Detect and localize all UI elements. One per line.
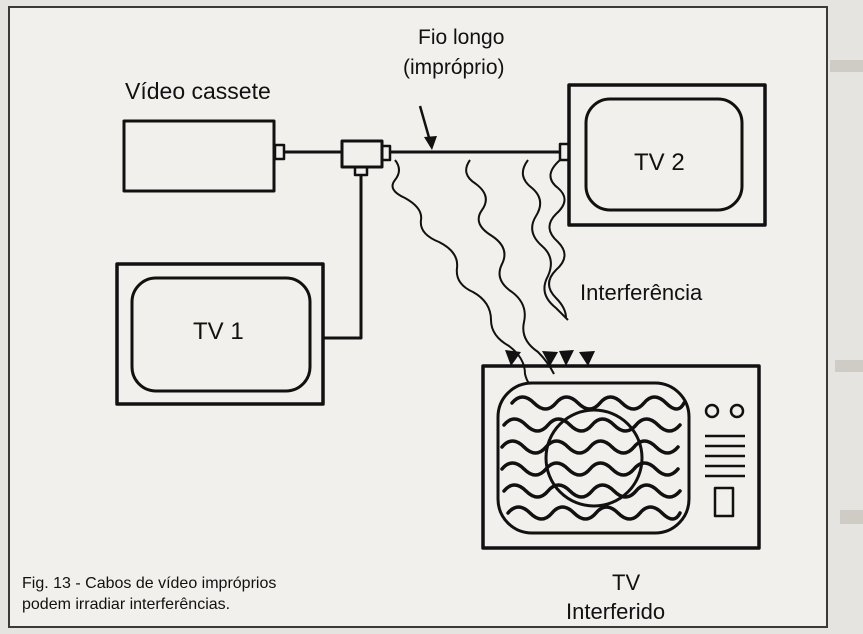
interference-waves xyxy=(391,159,569,385)
splitter-out-right xyxy=(380,144,392,162)
vcr-label: Vídeo cassete xyxy=(125,78,271,104)
wave-1 xyxy=(391,159,531,385)
wave-3 xyxy=(521,159,569,321)
tv1-cabinet xyxy=(115,262,325,406)
tv-interfered-knob-left xyxy=(704,403,720,419)
screen-noise xyxy=(500,395,686,521)
tv1-label: TV 1 xyxy=(193,318,244,345)
noise-line-1 xyxy=(510,395,686,411)
tv-interfered-speaker-grille xyxy=(705,434,745,478)
noise-line-3 xyxy=(500,439,680,455)
tv-interfered-screen xyxy=(496,381,691,535)
wave-4 xyxy=(548,159,567,319)
figure-caption-line1: Fig. 13 - Cabos de vídeo impróprios xyxy=(22,575,277,592)
figure-panel xyxy=(8,6,828,628)
cable-splitter-tv1 xyxy=(323,175,363,340)
wire-pointer-arrow xyxy=(418,105,432,142)
tv-interfered-switch xyxy=(713,486,735,518)
vcr-output-connector xyxy=(273,143,286,161)
arrowhead-2 xyxy=(542,351,558,366)
tv-interfered-cabinet xyxy=(481,364,761,550)
tv1-screen xyxy=(130,276,312,393)
splitter-box xyxy=(340,139,384,169)
tv2-cabinet xyxy=(567,83,767,227)
tv-interfered-label-line1: TV xyxy=(612,570,641,595)
figure-caption-line2: podem irradiar interferências. xyxy=(22,596,231,613)
noise-circle xyxy=(544,408,644,508)
long-wire-label-line2: (impróprio) xyxy=(403,56,505,79)
interference-label: Interferência xyxy=(580,280,703,305)
wave-2 xyxy=(465,159,555,375)
tv2-label: TV 2 xyxy=(634,149,685,176)
arrowhead-3 xyxy=(559,350,574,366)
arrowhead-4 xyxy=(579,351,595,366)
noise-line-2 xyxy=(502,417,682,433)
vcr-box xyxy=(122,119,276,193)
long-wire-label-line1: Fio longo xyxy=(418,26,505,49)
noise-line-4 xyxy=(500,461,680,477)
splitter-out-bottom xyxy=(353,165,369,177)
wire-pointer-arrowhead xyxy=(424,136,437,150)
arrowhead-1 xyxy=(505,350,521,366)
noise-line-5 xyxy=(502,483,682,499)
interference-arrowheads xyxy=(505,350,595,366)
noise-line-6 xyxy=(506,505,682,521)
tv-interfered-knob-right xyxy=(729,403,745,419)
tv2-screen xyxy=(584,97,744,212)
tv-interfered-label-line2: Interferido xyxy=(566,599,666,624)
